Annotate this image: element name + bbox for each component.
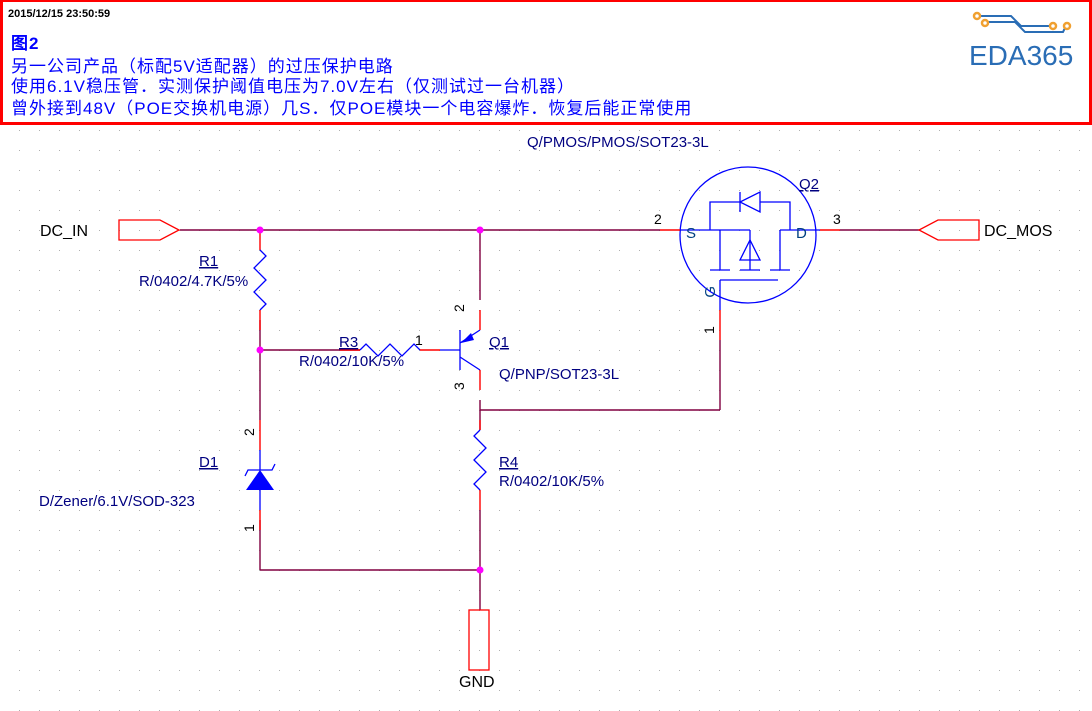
transistor-q1[interactable]: 2 3 Q1 Q/PNP/SOT23-3L [440, 304, 619, 390]
q2-label-s: S [686, 225, 696, 242]
grid [0, 126, 1092, 711]
q1-ref: Q1 [489, 334, 509, 351]
port-gnd[interactable]: GND [459, 609, 495, 691]
timestamp: 2015/12/15 23:50:59 [8, 8, 111, 20]
port-dc-mos-label: DC_MOS [984, 223, 1052, 240]
junction-dot [256, 226, 264, 234]
q2-ref: Q2 [799, 176, 819, 193]
figure-title: 图2 [11, 34, 40, 53]
q2-label-d: D [796, 225, 807, 242]
d1-pin-2: 2 [241, 428, 257, 436]
port-dc-in-shape [118, 219, 181, 241]
port-dc-mos-shape [917, 219, 980, 241]
resistor-r3[interactable]: R3 R/0402/10K/5% 1 [299, 332, 440, 370]
q2-label-g: G [702, 286, 719, 298]
r4-value: R/0402/10K/5% [499, 473, 604, 490]
r3-ref: R3 [339, 334, 358, 351]
port-dc-in[interactable]: DC_IN [40, 219, 181, 241]
q2-pin-1: 1 [701, 326, 717, 334]
port-dc-mos[interactable]: DC_MOS [917, 219, 1052, 241]
junction-dot [256, 346, 264, 354]
resistor-r1[interactable]: R1 R/0402/4.7K/5% [139, 230, 267, 330]
q1-value: Q/PNP/SOT23-3L [499, 366, 619, 383]
eda365-logo-icon [972, 11, 1072, 33]
r3-value: R/0402/10K/5% [299, 353, 404, 370]
q1-pin-3: 3 [451, 382, 467, 390]
logo-text: EDA365 [969, 40, 1074, 71]
zener-diode-d1[interactable]: 2 1 D1 D/Zener/6.1V/SOD-323 [39, 420, 276, 532]
q2-value: Q/PMOS/PMOS/SOT23-3L [527, 134, 709, 151]
q1-pin-2: 2 [451, 304, 467, 312]
q2-pin-3: 3 [833, 211, 841, 227]
port-gnd-shape [468, 609, 490, 671]
annotation-box: 2015/12/15 23:50:59 图2 另一公司产品（标配5V适配器）的过… [0, 0, 1092, 125]
d1-pin-1: 1 [241, 524, 257, 532]
note-line-1: 另一公司产品（标配5V适配器）的过压保护电路 [11, 57, 394, 76]
resistor-r4[interactable]: R4 R/0402/10K/5% [473, 420, 604, 510]
d1-triangle-icon [246, 470, 274, 490]
r4-ref: R4 [499, 454, 518, 471]
junction-dot [476, 226, 484, 234]
q2-pin-2: 2 [654, 211, 662, 227]
r3-pin-1: 1 [415, 332, 423, 348]
note-line-2: 使用6.1V稳压管．实测保护阈值电压为7.0V左右（仅测试过一台机器） [11, 77, 575, 96]
q2-body-circle [679, 166, 817, 304]
r1-ref: R1 [199, 253, 218, 270]
port-gnd-label: GND [459, 674, 495, 691]
junctions [256, 226, 484, 574]
junction-dot [476, 566, 484, 574]
note-line-3: 曾外接到48V（POE交换机电源）几S．仅POE模块一个电容爆炸．恢复后能正常使… [11, 99, 693, 118]
d1-ref: D1 [199, 454, 218, 471]
d1-value: D/Zener/6.1V/SOD-323 [39, 493, 195, 510]
mosfet-q2[interactable]: S D G 2 3 1 Q2 Q/PMOS/PMOS/SOT23-3L [527, 134, 841, 340]
r1-value: R/0402/4.7K/5% [139, 273, 248, 290]
port-dc-in-label: DC_IN [40, 223, 88, 240]
q1-emitter-arrow-icon [461, 333, 474, 343]
